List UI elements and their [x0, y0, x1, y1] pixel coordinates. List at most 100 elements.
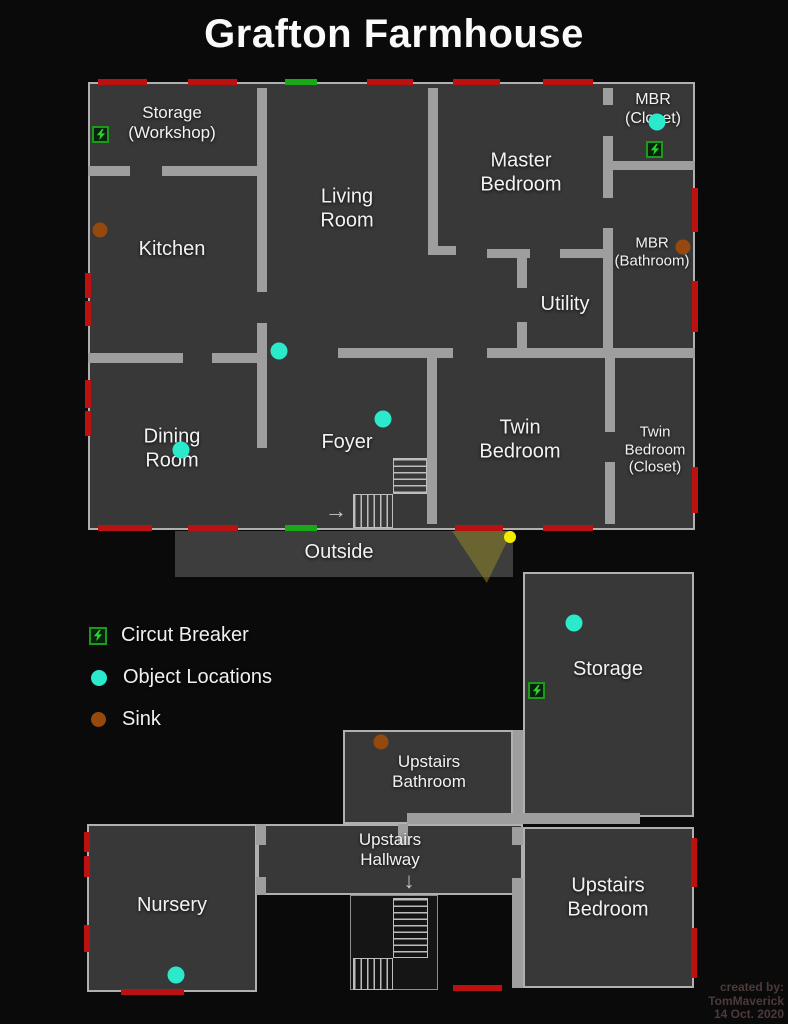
wall: [513, 730, 523, 824]
credit: created by: TomMaverick 14 Oct. 2020: [708, 980, 784, 1022]
circuit-breaker-icon: [92, 126, 109, 143]
wall: [407, 813, 640, 824]
floor-upstairs-bathroom: [343, 730, 513, 824]
circuit-breaker-icon: [89, 626, 107, 645]
wall: [257, 88, 267, 292]
wall: [338, 348, 453, 358]
wall: [603, 136, 613, 198]
window-mark: [121, 989, 184, 995]
wall: [517, 322, 527, 348]
wall: [512, 878, 523, 988]
window-mark: [98, 525, 152, 531]
stairs: [353, 494, 393, 528]
object-location-dot: [172, 441, 190, 459]
floor-upstairs-hallway: [257, 824, 523, 895]
object-location-dot: [374, 410, 392, 428]
window-mark: [692, 467, 698, 513]
legend-item-circuit-breaker: Circut Breaker: [89, 624, 249, 647]
door-mark: [285, 79, 317, 85]
room-label-upstairs-storage: Storage: [572, 658, 644, 681]
stairs: [393, 898, 428, 958]
floor-upstairs-bedroom: [523, 827, 694, 988]
room-label-storage-workshop: Storage(Workshop): [128, 102, 216, 142]
window-mark: [543, 525, 593, 531]
wall: [88, 166, 130, 176]
wall: [612, 161, 695, 170]
window-mark: [691, 928, 697, 978]
window-mark: [188, 525, 238, 531]
object-location-dot: [167, 966, 185, 984]
wall: [487, 249, 530, 258]
window-mark: [543, 79, 593, 85]
window-mark: [691, 838, 697, 887]
room-label-foyer: Foyer: [321, 431, 373, 454]
wall: [603, 88, 613, 105]
legend-label: Circut Breaker: [121, 624, 249, 646]
legend-item-object-locations: Object Locations: [89, 666, 272, 689]
window-mark: [455, 525, 503, 531]
stairs: [353, 958, 393, 990]
object-location-dot: [565, 614, 583, 632]
window-mark: [98, 79, 147, 85]
window-mark: [453, 985, 502, 991]
sink-dot-icon: [91, 712, 106, 727]
window-mark: [84, 925, 90, 952]
wall: [605, 358, 615, 432]
circuit-breaker-icon: [528, 682, 545, 699]
room-label-utility: Utility: [540, 293, 590, 316]
wall: [88, 353, 183, 363]
sink-dot: [675, 239, 691, 255]
floor-outside-strip: [175, 531, 513, 577]
window-mark: [188, 79, 237, 85]
wall: [162, 166, 262, 176]
wall: [603, 228, 613, 348]
wall: [256, 824, 266, 845]
floor-upstairs-storage: [523, 572, 694, 817]
floor-main-floor: [88, 82, 695, 530]
window-mark: [84, 832, 90, 852]
room-label-nursery: Nursery: [136, 894, 208, 917]
wall: [560, 249, 607, 258]
direction-arrow: →: [325, 498, 347, 523]
room-label-outside: Outside: [304, 541, 374, 564]
credit-line: created by:: [719, 980, 784, 994]
window-mark: [367, 79, 413, 85]
wall: [398, 824, 408, 845]
legend-label: Sink: [122, 708, 161, 730]
wall: [517, 258, 527, 288]
legend-label: Object Locations: [123, 666, 272, 688]
wall: [428, 88, 438, 255]
door-mark: [285, 525, 317, 531]
object-location-dot: [270, 342, 288, 360]
room-label-kitchen: Kitchen: [138, 238, 206, 261]
window-mark: [692, 281, 698, 332]
circuit-breaker-icon: [646, 141, 663, 158]
window-mark: [85, 301, 91, 326]
window-mark: [453, 79, 500, 85]
object-location-dot-icon: [91, 669, 107, 686]
wall: [605, 462, 615, 524]
window-mark: [84, 856, 90, 877]
start-point-dot: [504, 531, 516, 543]
window-mark: [85, 380, 91, 408]
object-location-dot: [648, 113, 666, 131]
map-title: Grafton Farmhouse: [204, 12, 584, 56]
wall: [487, 348, 695, 358]
stairs: [393, 458, 427, 494]
window-mark: [692, 188, 698, 232]
wall: [212, 353, 257, 363]
wall: [512, 827, 523, 845]
sink-dot: [92, 222, 108, 238]
wall: [438, 246, 456, 255]
direction-arrow: ↓: [403, 868, 415, 893]
credit-line: TomMaverick: [708, 993, 784, 1008]
